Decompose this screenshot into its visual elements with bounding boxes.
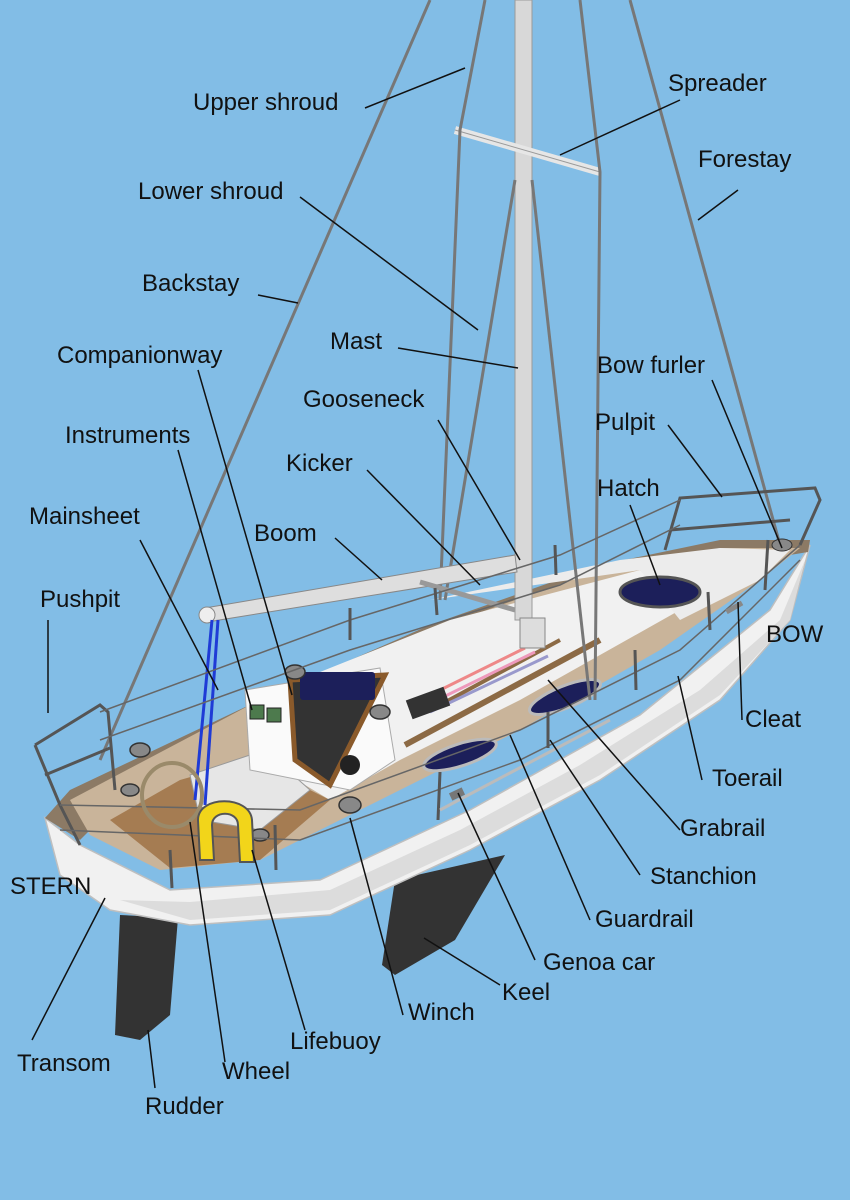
label-genoa-car: Genoa car (543, 949, 656, 976)
label-pulpit: Pulpit (595, 409, 656, 436)
deck-forward (430, 548, 790, 620)
label-lifebuoy: Lifebuoy (290, 1028, 381, 1055)
label-forestay: Forestay (698, 146, 792, 173)
hull-shade (120, 560, 805, 920)
label-companionway: Companionway (57, 342, 223, 369)
label-guardrail: Guardrail (595, 906, 694, 933)
upper-shroud-stbd (578, 0, 602, 701)
rudder-shape (115, 915, 178, 1040)
hatch-shape (618, 575, 702, 609)
leader-lines (31, 67, 783, 1089)
grabrail-2 (439, 638, 561, 707)
label-gooseneck: Gooseneck (303, 386, 425, 413)
instrument-2 (266, 707, 282, 723)
vent (340, 755, 360, 775)
label-bow: BOW (766, 621, 824, 648)
label-boom: Boom (254, 520, 317, 547)
label-keel: Keel (502, 979, 551, 1006)
wheel-shape (140, 761, 204, 829)
upper-shroud-line (438, 0, 487, 601)
winches (120, 664, 391, 842)
label-spreader: Spreader (668, 70, 767, 97)
label-instruments: Instruments (65, 422, 191, 449)
label-transom: Transom (17, 1050, 111, 1077)
line-clutch (405, 686, 451, 720)
label-lower-shroud: Lower shroud (138, 178, 284, 205)
label-winch: Winch (408, 999, 475, 1026)
instrument-1 (249, 704, 265, 720)
keel-shape (382, 855, 505, 975)
label-mast: Mast (330, 328, 383, 355)
grabrail-1 (403, 637, 602, 748)
portlight-2 (528, 677, 602, 717)
pulpit-rail (663, 486, 822, 551)
kicker-line (419, 579, 516, 613)
bow-furler-shape (771, 538, 793, 552)
companionway-slide (300, 672, 375, 700)
label-toerail: Toerail (712, 765, 783, 792)
forestay-line (628, 0, 782, 546)
label-grabrail: Grabrail (680, 815, 766, 842)
mast-base (519, 617, 546, 649)
label-upper-shroud: Upper shroud (193, 89, 339, 116)
stanchions (168, 539, 770, 889)
mainsheet-line (193, 619, 214, 801)
label-wheel: Wheel (222, 1058, 291, 1085)
label-mainsheet: Mainsheet (29, 503, 140, 530)
mast-shape (514, 0, 533, 621)
genoa-track (439, 718, 611, 812)
label-stern: STERN (10, 873, 92, 900)
label-pushpit: Pushpit (40, 586, 121, 613)
lower-shroud-stbd (530, 179, 592, 701)
label-stanchion: Stanchion (650, 863, 757, 890)
portlight-1 (422, 737, 498, 773)
label-backstay: Backstay (142, 270, 240, 297)
label-bow-furler: Bow furler (597, 352, 706, 379)
label-hatch: Hatch (597, 475, 660, 502)
lower-shroud-line (443, 179, 517, 601)
lifebuoy-shape (196, 800, 256, 863)
label-kicker: Kicker (286, 450, 353, 477)
backstay-line (98, 0, 432, 761)
label-cleat: Cleat (745, 706, 802, 733)
label-rudder: Rudder (145, 1093, 224, 1120)
